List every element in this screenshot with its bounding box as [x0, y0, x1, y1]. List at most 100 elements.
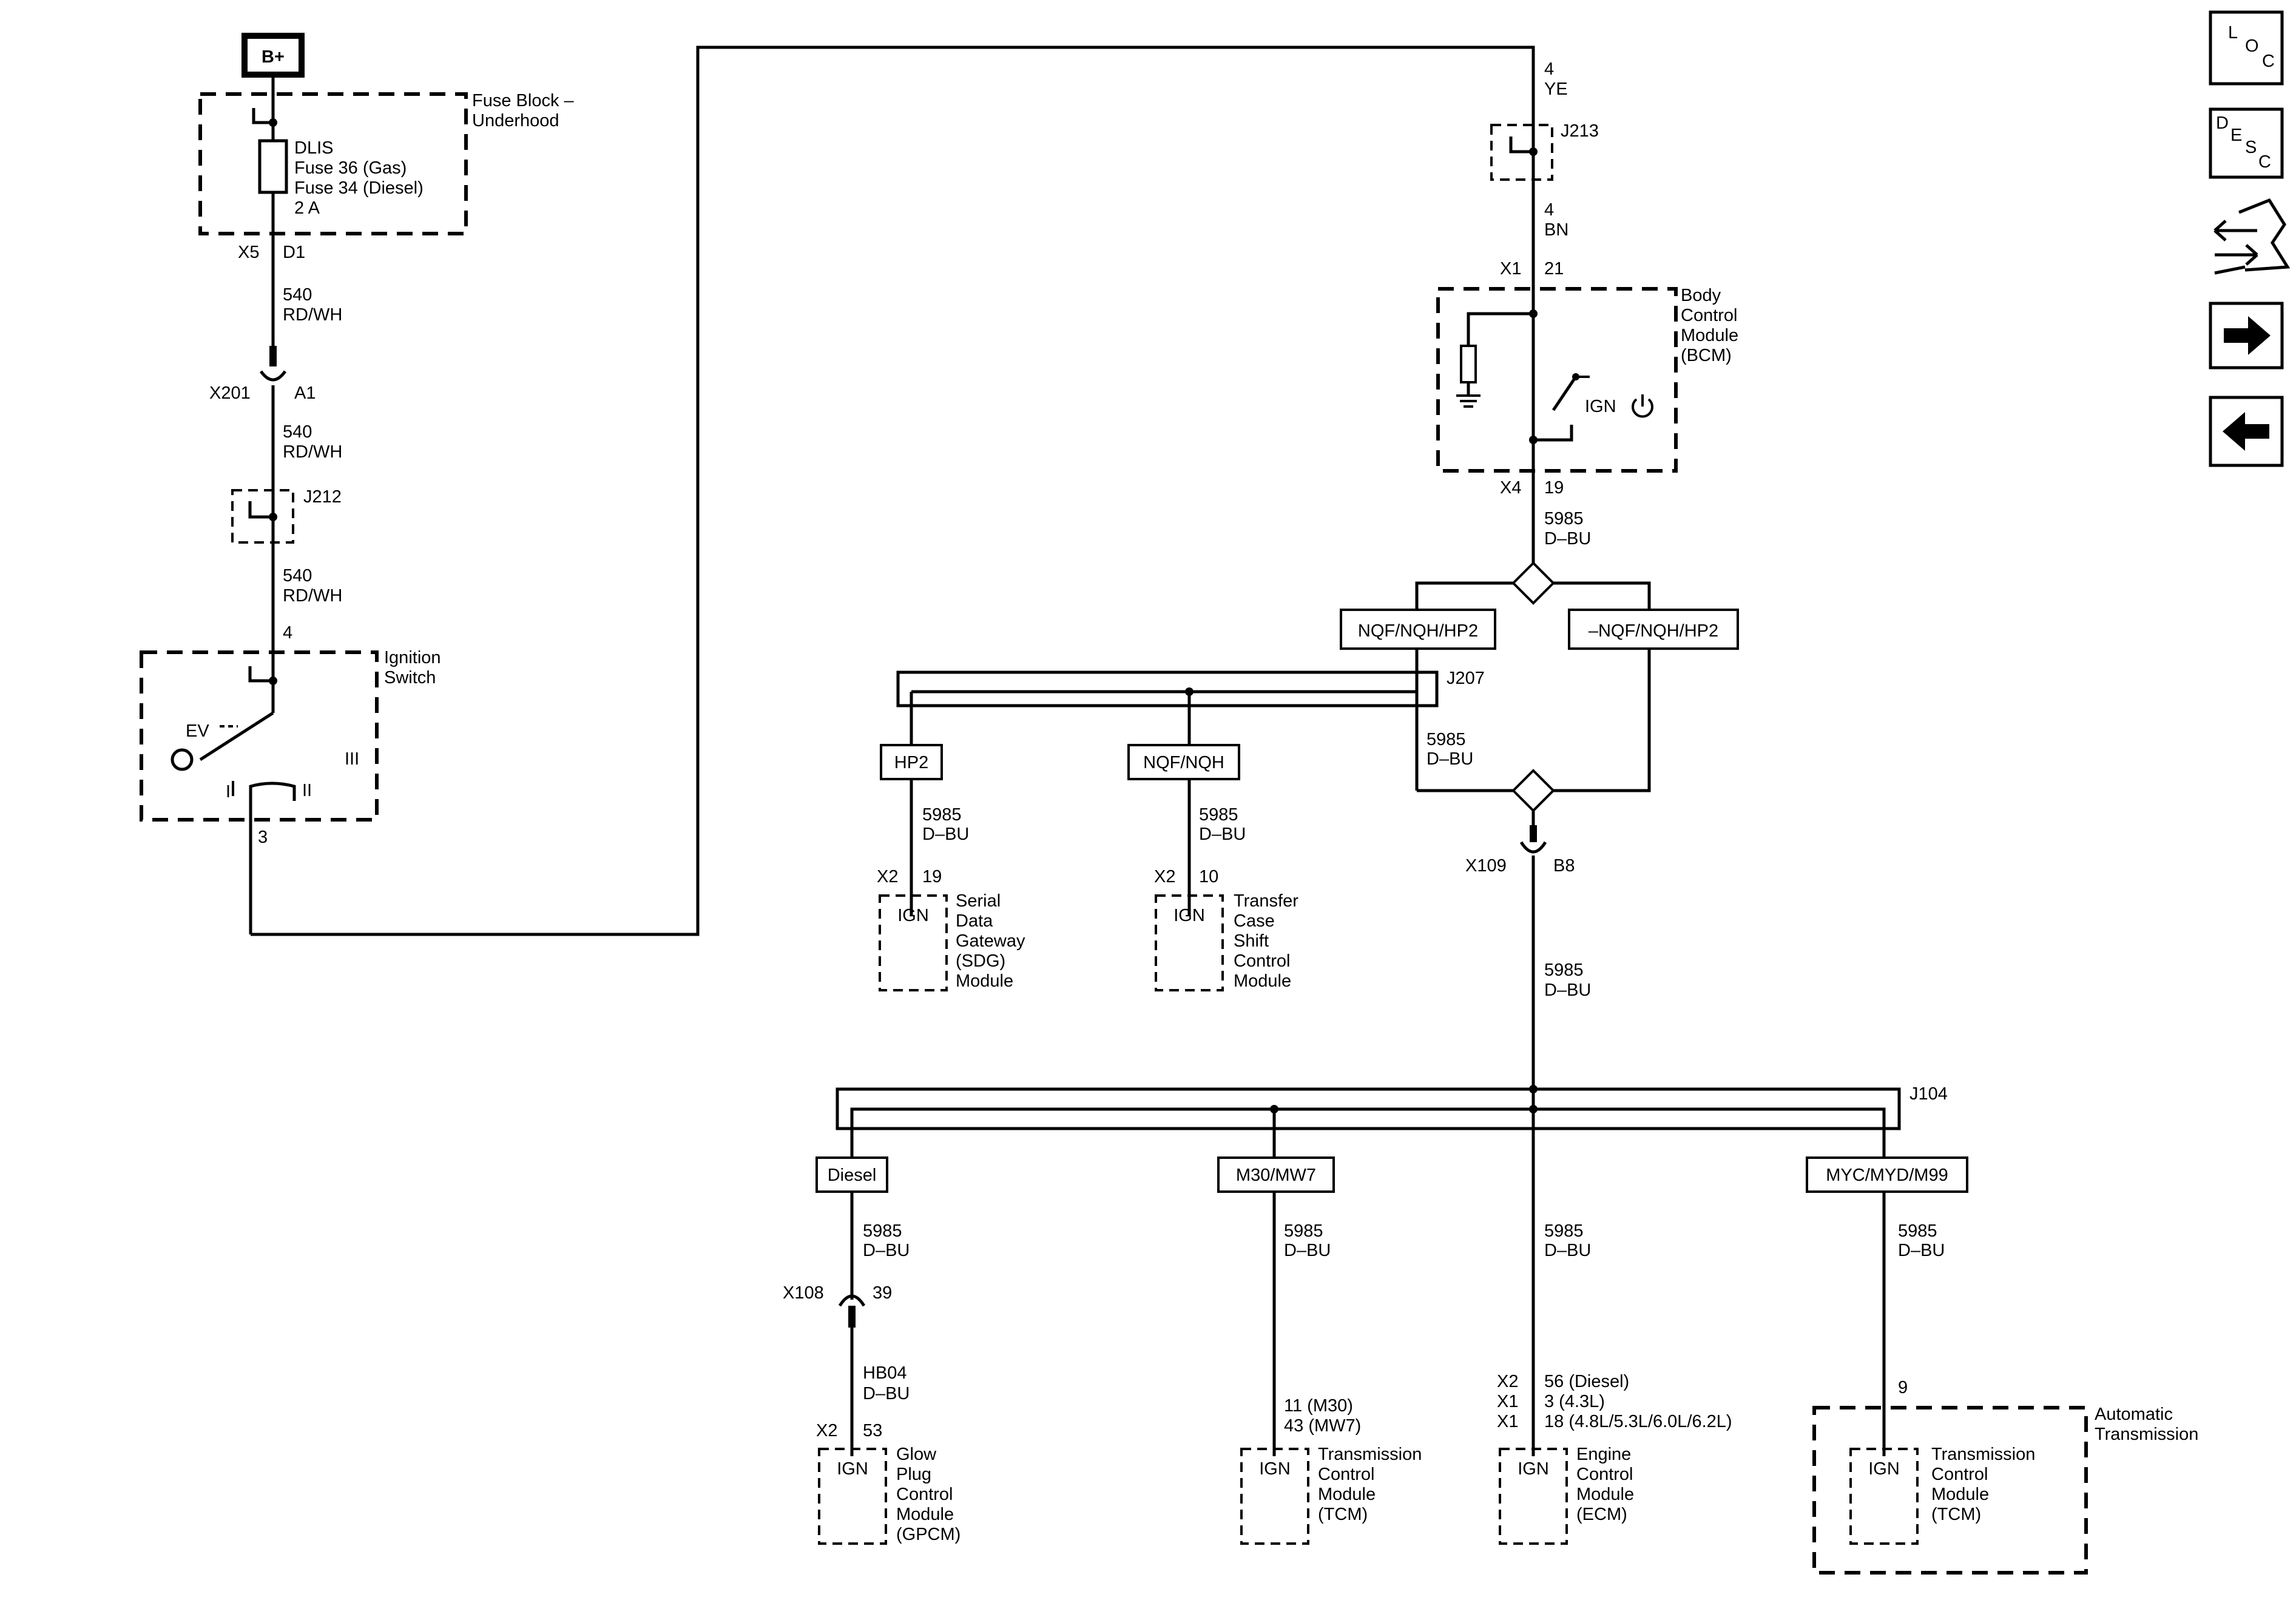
gpcm-wire2-color: D–BU [863, 1384, 910, 1403]
wire-5985-bcm: 5985 D–BU [1544, 509, 1591, 549]
tcm-myc-pin: 9 [1898, 1378, 1908, 1397]
option-nqf-nqh-hp2: NQF/NQH/HP2 [1340, 609, 1496, 650]
next-arrow-icon[interactable] [2209, 302, 2284, 370]
prev-arrow-icon[interactable] [2209, 396, 2284, 467]
tcm-m30-ign: IGN [1259, 1459, 1291, 1479]
loc-icon[interactable]: L O C [2209, 10, 2284, 86]
wire-540-a-circuit: 540 [283, 285, 312, 305]
wire-ignition-to-j213 [251, 46, 1535, 936]
option-m30-label: M30/MW7 [1236, 1166, 1316, 1185]
sdg-wire-circuit: 5985 [922, 805, 962, 825]
option-nqf-label: NQF/NQH/HP2 [1358, 621, 1478, 641]
ignition-ev-symbol: EV [186, 721, 209, 741]
sdg-conn: X2 [877, 867, 898, 886]
desc-letter-2: E [2230, 126, 2242, 145]
x109-connector: X109 B8 [1465, 825, 1575, 876]
ignition-pin-in: 4 [283, 623, 292, 643]
fuse-block-title: Fuse Block –Underhood [472, 91, 574, 130]
wire-5985-x109: 5985 D–BU [1544, 960, 1591, 1000]
wire-5985-bcm-circuit: 5985 [1544, 509, 1584, 528]
option-diesel: Diesel [815, 1156, 888, 1193]
b-plus-supply: B+ [241, 33, 305, 78]
option-diesel-label: Diesel [828, 1166, 877, 1185]
sdg-ign: IGN [897, 906, 929, 925]
tcscm-pin: 10 [1199, 867, 1218, 886]
j213-splice: J213 [1490, 121, 1599, 181]
wire-540-b-color: RD/WH [283, 442, 342, 462]
gpcm-wire-circuit: 5985 [863, 1221, 902, 1241]
j212-splice: J212 [231, 487, 342, 544]
x201-pin: A1 [294, 383, 316, 403]
option-not-nqf-label: –NQF/NQH/HP2 [1589, 621, 1718, 641]
fuse-conn-right: D1 [283, 243, 305, 262]
connector-info-icon[interactable] [2213, 198, 2291, 275]
wire-5985-j207-color: D–BU [1427, 749, 1473, 769]
glow-plug-module: 5985 D–BU X108 39 HB04 D–BU X2 53 IGN Gl… [783, 1221, 961, 1545]
option-nqf-nqh: NQF/NQH [1127, 744, 1240, 780]
tcm-myc-wire-circuit: 5985 [1898, 1221, 1937, 1241]
wire-540-c-circuit: 540 [283, 566, 312, 586]
gpcm-wire-color: D–BU [863, 1241, 910, 1260]
tcm-m30-pins: 11 (M30)43 (MW7) [1284, 1396, 1361, 1436]
wire-540-b: 540 RD/WH [283, 422, 342, 462]
wire-4-bn-color: BN [1544, 220, 1568, 240]
tcscm-wire-circuit: 5985 [1199, 805, 1238, 825]
tcm-m30-wire-circuit: 5985 [1284, 1221, 1323, 1241]
desc-letter-4: C [2258, 152, 2271, 172]
j104-bus: J104 [836, 1084, 1948, 1159]
bcm-conn-in: X1 [1500, 259, 1521, 279]
x201-connector: X201 A1 [209, 346, 316, 403]
gpcm-conn: X2 [816, 1421, 837, 1440]
desc-letter-1: D [2216, 113, 2229, 133]
gpcm-ign: IGN [837, 1459, 868, 1479]
option-not-nqf-nqh-hp2: –NQF/NQH/HP2 [1568, 609, 1739, 650]
ecm-pins: 56 (Diesel)3 (4.3L)18 (4.8L/5.3L/6.0L/6.… [1544, 1372, 1732, 1431]
x201-name: X201 [209, 383, 251, 403]
wire-5985-j207: 5985 D–BU [1427, 730, 1473, 769]
desc-icon[interactable]: D E S C [2209, 107, 2284, 179]
ecm-wire-circuit: 5985 [1544, 1221, 1584, 1241]
tcscm-wire-color: D–BU [1199, 825, 1246, 844]
wire-4-bn-circuit: 4 [1544, 200, 1554, 220]
j212-name: J212 [303, 487, 342, 507]
x108-pin: 39 [873, 1283, 892, 1303]
sdg-wire-color: D–BU [922, 825, 969, 844]
wire-4-ye-circuit: 4 [1544, 59, 1554, 79]
ecm-ign: IGN [1518, 1459, 1549, 1479]
tcm-myc-wire-color: D–BU [1898, 1241, 1945, 1260]
b-plus-label: B+ [262, 47, 285, 67]
ignition-pos-1: I [226, 782, 231, 802]
wire-540-a: 540 RD/WH [283, 285, 342, 325]
x109-name: X109 [1465, 856, 1507, 876]
desc-letter-3: S [2245, 138, 2257, 157]
option-m30-mw7: M30/MW7 [1217, 1156, 1335, 1193]
ignition-pin-out: 3 [258, 828, 268, 847]
ecm-wire-color: D–BU [1544, 1241, 1591, 1260]
j213-name: J213 [1561, 121, 1599, 141]
option-branch-top [1415, 561, 1651, 610]
fuse-conn-left: X5 [238, 243, 259, 262]
tcm-m30-module: 5985 D–BU 11 (M30)43 (MW7) IGN Transmiss… [1240, 1221, 1422, 1545]
sdg-pin: 19 [922, 867, 942, 886]
ignition-pos-3: III [345, 749, 359, 769]
option-nqf-nqh-label: NQF/NQH [1143, 753, 1224, 772]
gpcm-pin: 53 [863, 1421, 882, 1440]
wire-4-bn: 4 BN [1544, 200, 1568, 240]
wire-4-ye-color: YE [1544, 79, 1568, 99]
tcscm-conn: X2 [1154, 867, 1175, 886]
bcm-ign-label: IGN [1585, 397, 1616, 416]
